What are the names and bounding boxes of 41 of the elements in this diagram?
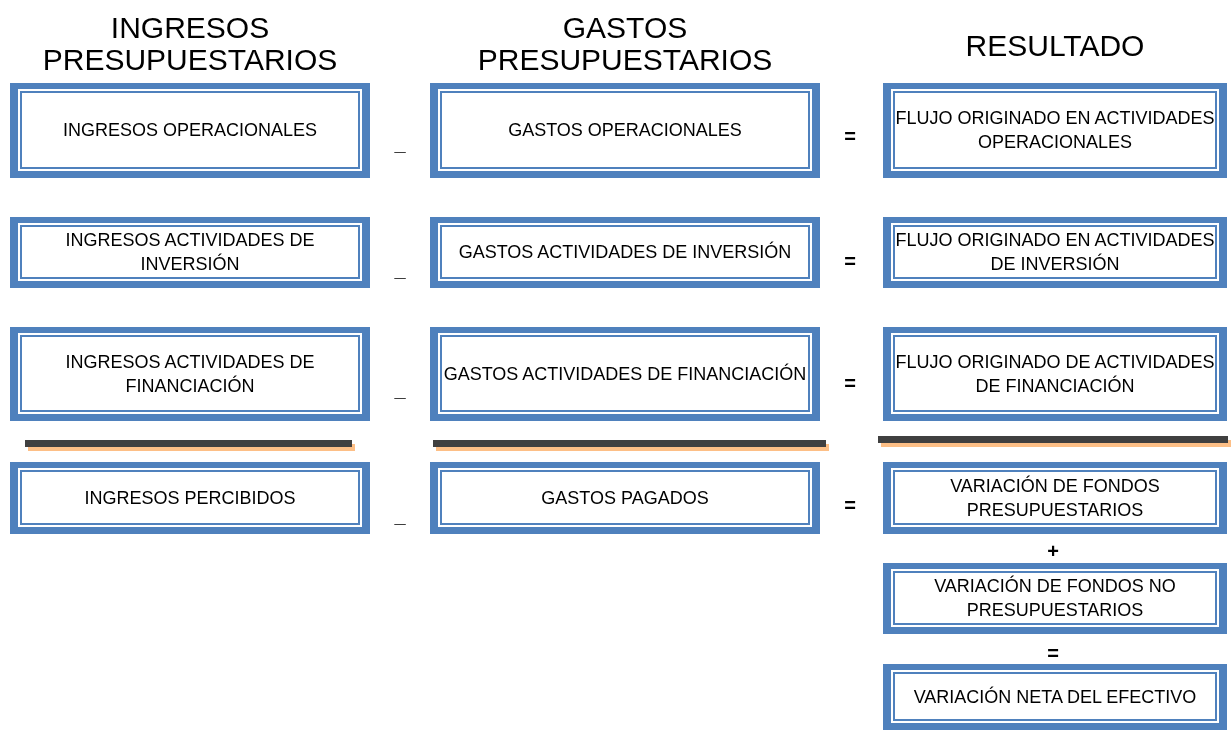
box-text: INGRESOS PERCIBIDOS [84, 486, 296, 510]
process-box [430, 83, 820, 178]
process-box [10, 217, 370, 288]
operator-sign: = [843, 372, 857, 395]
operator-sign: _ [393, 504, 407, 527]
box-text: INGRESOS ACTIVIDADES DE INVERSIÓN [64, 229, 316, 276]
operator-sign: = [843, 494, 857, 517]
box-text: GASTOS PAGADOS [541, 486, 709, 510]
operator-sign: _ [393, 258, 407, 281]
box-text: VARIACIÓN NETA DEL EFECTIVO [913, 685, 1197, 709]
process-box [883, 664, 1227, 730]
operator-sign: _ [393, 132, 407, 155]
box-text: GASTOS OPERACIONALES [508, 119, 742, 142]
operator-sign: + [1046, 540, 1060, 563]
process-box [883, 327, 1227, 421]
process-box [10, 83, 370, 178]
operator-sign: = [843, 125, 857, 148]
box-text: VARIACIÓN DE FONDOS PRESUPUESTARIOS [949, 474, 1161, 522]
process-box [883, 83, 1227, 178]
process-box [430, 327, 820, 421]
process-box [430, 462, 820, 534]
box-text: GASTOS ACTIVIDADES DE FINANCIACIÓN [443, 362, 807, 386]
box-text: INGRESOS OPERACIONALES [62, 119, 318, 142]
process-box [10, 327, 370, 421]
box-text: GASTOS ACTIVIDADES DE INVERSIÓN [458, 240, 792, 264]
process-box [883, 217, 1227, 288]
process-box [10, 462, 370, 534]
column-heading: INGRESOS PRESUPUESTARIOS [41, 12, 339, 76]
process-box [883, 462, 1227, 534]
operator-sign: = [1046, 642, 1060, 665]
box-text: FLUJO ORIGINADO EN ACTIVIDADES OPERACIONALES [895, 107, 1215, 154]
column-heading: GASTOS PRESUPUESTARIOS [476, 12, 774, 76]
box-text: FLUJO ORIGINADO DE ACTIVIDADES DE FINANCIACIÓN [895, 350, 1215, 398]
process-box [883, 563, 1227, 634]
column-heading: RESULTADO [964, 30, 1146, 62]
box-text: FLUJO ORIGINADO EN ACTIVIDADES DE INVERSIÓN [895, 229, 1215, 276]
process-box [430, 217, 820, 288]
box-text: INGRESOS ACTIVIDADES DE FINANCIACIÓN [64, 350, 316, 398]
operator-sign: = [843, 250, 857, 273]
box-text: VARIACIÓN DE FONDOS NO PRESUPUESTARIOS [933, 574, 1177, 622]
operator-sign: _ [393, 378, 407, 401]
